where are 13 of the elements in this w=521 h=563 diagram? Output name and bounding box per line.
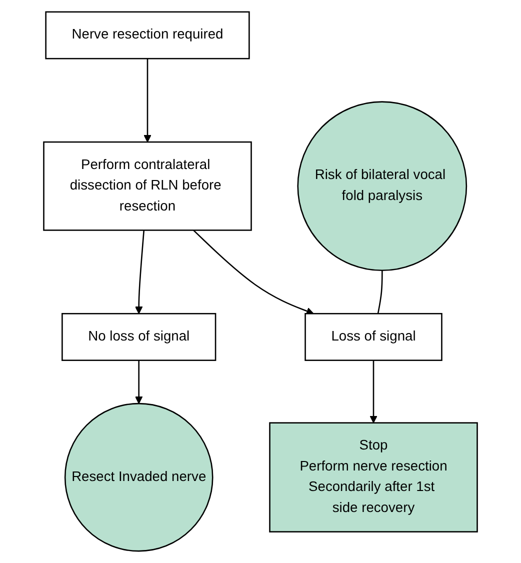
node-box: Loss of signal bbox=[304, 312, 442, 361]
node-circle: Resect Invaded nerve bbox=[64, 402, 214, 552]
arrow bbox=[193, 230, 314, 315]
node-box: Perform contralateral dissection of RLN before resection bbox=[43, 141, 252, 231]
arrow bbox=[135, 230, 145, 314]
node-circle: Risk of bilateral vocal fold paralysis bbox=[297, 101, 468, 272]
arrow bbox=[135, 360, 143, 404]
node-box: Nerve resection required bbox=[45, 11, 250, 60]
connector bbox=[377, 270, 383, 314]
arrow bbox=[370, 360, 378, 424]
arrow bbox=[144, 58, 152, 142]
node-box: No loss of signal bbox=[62, 312, 216, 361]
node-box: Stop Perform nerve resection Secondarily after 1st side recovery bbox=[269, 422, 478, 532]
